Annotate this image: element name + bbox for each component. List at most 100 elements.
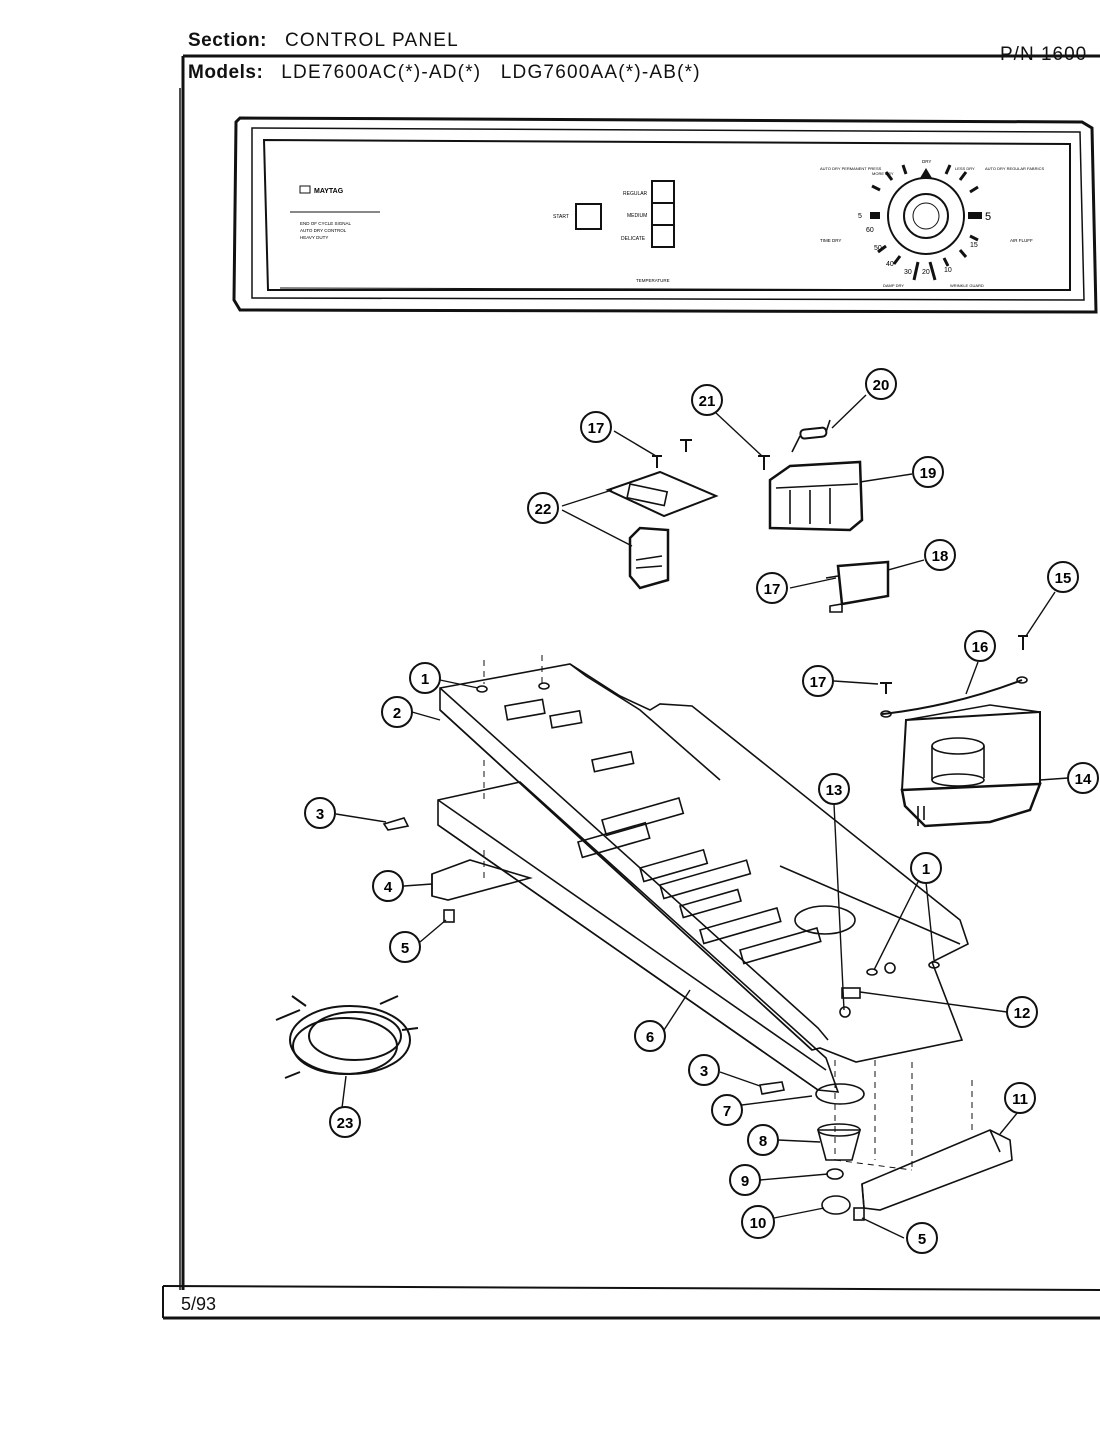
dial-number-40: 40 xyxy=(886,261,894,268)
svg-text:3: 3 xyxy=(700,1063,708,1080)
callout-22: 22 xyxy=(527,492,559,524)
switch-19-part xyxy=(768,460,864,532)
screw-3-right xyxy=(759,1081,785,1095)
screw-3-left xyxy=(382,817,410,831)
callout-5b: 5 xyxy=(906,1222,938,1254)
callout-1b: 1 xyxy=(910,852,942,884)
timer-part xyxy=(900,704,1042,828)
panel-frame-part xyxy=(439,663,969,1063)
svg-text:18: 18 xyxy=(932,548,949,565)
wire-16 xyxy=(881,679,1023,715)
models-label: Models: xyxy=(188,62,264,83)
models-value: LDE7600AC(*)-AD(*) LDG7600AA(*)-AB(*) xyxy=(281,62,701,83)
insert-10 xyxy=(821,1195,851,1215)
dial-label-damp-dry: DAMP DRY xyxy=(883,283,904,288)
svg-text:5: 5 xyxy=(918,1231,926,1248)
start-button xyxy=(575,203,602,230)
dial-label-wrinkle-guard: WRINKLE GUARD xyxy=(950,283,984,288)
part-12 xyxy=(841,987,861,999)
callout-12: 12 xyxy=(1006,996,1038,1028)
nut-1b xyxy=(538,682,550,690)
dial-number-5-left: 5 xyxy=(858,213,862,220)
panel-note-3: HEAVY DUTY xyxy=(300,235,328,240)
svg-text:14: 14 xyxy=(1075,771,1092,788)
dial-label-less-dry: LESS DRY xyxy=(955,166,975,171)
dial-number-50: 50 xyxy=(874,245,882,252)
dial-skirt-7 xyxy=(815,1083,865,1105)
callout-3a: 3 xyxy=(304,797,336,829)
svg-text:1: 1 xyxy=(922,861,930,878)
wire-harness-23-part xyxy=(275,995,419,1079)
dial-number-20: 20 xyxy=(922,269,930,276)
models-line: Models: LDE7600AC(*)-AD(*) LDG7600AA(*)-A… xyxy=(188,62,701,84)
nut-1c xyxy=(866,968,878,976)
callout-19: 19 xyxy=(912,456,944,488)
callout-17c: 17 xyxy=(756,572,788,604)
relay-18-part xyxy=(825,560,890,613)
bushing-13 xyxy=(839,1006,851,1018)
svg-text:20: 20 xyxy=(873,377,890,394)
svg-text:15: 15 xyxy=(1055,570,1072,587)
section-label: Section: xyxy=(188,30,267,51)
svg-text:1: 1 xyxy=(421,671,429,688)
section-value: CONTROL PANEL xyxy=(284,30,459,51)
callout-8: 8 xyxy=(747,1124,779,1156)
svg-text:17: 17 xyxy=(588,420,605,437)
dial-number-10: 10 xyxy=(944,267,952,274)
svg-text:6: 6 xyxy=(646,1029,654,1046)
dial-label-auto-dry-regular: AUTO DRY REGULAR FABRICS xyxy=(985,166,1044,171)
svg-text:5: 5 xyxy=(401,940,409,957)
nut-1d xyxy=(928,961,940,969)
callout-5a: 5 xyxy=(389,931,421,963)
svg-text:7: 7 xyxy=(723,1103,731,1120)
dial-label-air-fluff: AIR FLUFF xyxy=(1010,238,1033,243)
svg-text:4: 4 xyxy=(384,879,393,896)
svg-text:16: 16 xyxy=(972,639,989,656)
callout-4: 4 xyxy=(372,870,404,902)
callout-7: 7 xyxy=(711,1094,743,1126)
temp-delicate-label: DELICATE xyxy=(621,236,646,242)
cycle-dial xyxy=(870,164,982,281)
knob-8 xyxy=(816,1129,862,1161)
svg-text:10: 10 xyxy=(750,1215,767,1232)
svg-text:8: 8 xyxy=(759,1133,767,1150)
callout-20: 20 xyxy=(865,368,897,400)
temp-regular-label: REGULAR xyxy=(623,191,648,197)
temp-medium-label: MEDIUM xyxy=(627,213,647,219)
dial-number-30: 30 xyxy=(904,269,912,276)
dial-label-more-dry: MORE DRY xyxy=(872,171,894,176)
screw-21 xyxy=(758,455,770,470)
nut-1a xyxy=(476,685,488,693)
callout-10: 10 xyxy=(741,1205,775,1239)
resistor-20-part xyxy=(791,419,831,453)
svg-text:3: 3 xyxy=(316,806,324,823)
section-line: Section: CONTROL PANEL xyxy=(188,30,459,52)
dial-number-5-right: 5 xyxy=(985,211,991,223)
svg-text:9: 9 xyxy=(741,1173,749,1190)
callout-bubbles: 1 2 3 4 5 6 3 7 8 9 10 11 12 13 1 14 15 … xyxy=(304,368,1099,1254)
dial-label-auto-dry-pp: AUTO DRY PERMANENT PRESS xyxy=(820,166,882,171)
callout-13: 13 xyxy=(818,773,850,805)
svg-text:17: 17 xyxy=(810,674,827,691)
callout-14: 14 xyxy=(1067,762,1099,794)
clip-5-right xyxy=(853,1207,865,1221)
svg-text:17: 17 xyxy=(764,581,781,598)
brand-text: MAYTAG xyxy=(314,188,344,195)
switch-bracket-part xyxy=(605,439,719,518)
dial-number-60: 60 xyxy=(866,227,874,234)
callout-6: 6 xyxy=(634,1020,666,1052)
svg-text:12: 12 xyxy=(1014,1005,1031,1022)
dial-label-dry: DRY xyxy=(922,159,931,164)
callout-3b: 3 xyxy=(688,1054,720,1086)
callout-18: 18 xyxy=(924,539,956,571)
svg-text:21: 21 xyxy=(699,393,716,410)
temperature-label: TEMPERATURE xyxy=(636,278,670,283)
svg-text:13: 13 xyxy=(826,782,843,799)
start-label: START xyxy=(553,214,569,220)
end-bracket-left-part xyxy=(431,859,533,901)
end-bracket-right-part xyxy=(861,1129,1013,1211)
svg-text:2: 2 xyxy=(393,705,401,722)
callout-11: 11 xyxy=(1004,1082,1036,1114)
parts-artwork xyxy=(275,419,1042,1221)
svg-text:23: 23 xyxy=(337,1115,354,1132)
